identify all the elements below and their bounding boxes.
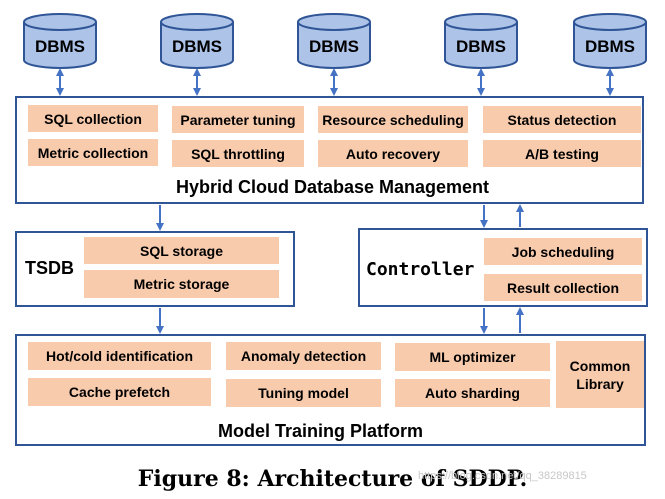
metric-collection-box: Metric collection: [28, 139, 158, 166]
common-library-box: Common Library: [556, 341, 644, 408]
hot-cold-identification-box: Hot/cold identification: [28, 342, 211, 370]
metric-storage-box: Metric storage: [84, 270, 279, 298]
figure-caption: Figure 8: Architecture of SDDP.: [137, 466, 528, 492]
controller-title: Controller: [366, 259, 475, 280]
auto-sharding-box: Auto sharding: [395, 379, 550, 407]
result-collection-box: Result collection: [484, 274, 642, 301]
sql-storage-box: SQL storage: [84, 237, 279, 264]
auto-recovery-box: Auto recovery: [318, 140, 468, 167]
resource-scheduling-box: Resource scheduling: [318, 106, 468, 133]
sql-collection-box: SQL collection: [28, 105, 158, 132]
job-scheduling-box: Job scheduling: [484, 238, 642, 265]
dbms-cylinder-1: DBMS: [23, 13, 97, 69]
dbms-label: DBMS: [309, 37, 359, 56]
tuning-model-box: Tuning model: [226, 379, 381, 407]
watermark: https://blog.csdn.net/qq_38289815: [418, 470, 587, 482]
dbms-cylinder-4: DBMS: [444, 13, 518, 69]
dbms-cylinder-2: DBMS: [160, 13, 234, 69]
model-training-title: Model Training Platform: [217, 421, 423, 441]
dbms-label: DBMS: [35, 37, 85, 56]
hybrid-cloud-title: Hybrid Cloud Database Management: [175, 177, 490, 197]
anomaly-detection-box: Anomaly detection: [226, 342, 381, 370]
dbms-cylinder-5: DBMS: [573, 13, 647, 69]
ml-optimizer-box: ML optimizer: [395, 343, 550, 371]
status-detection-box: Status detection: [483, 106, 641, 133]
cache-prefetch-box: Cache prefetch: [28, 378, 211, 406]
parameter-tuning-box: Parameter tuning: [172, 106, 304, 133]
tsdb-title: TSDB: [25, 258, 74, 278]
sql-throttling-box: SQL throttling: [172, 140, 304, 167]
dbms-label: DBMS: [585, 37, 635, 56]
dbms-label: DBMS: [456, 37, 506, 56]
ab-testing-box: A/B testing: [483, 140, 641, 167]
dbms-label: DBMS: [172, 37, 222, 56]
dbms-cylinder-3: DBMS: [297, 13, 371, 69]
